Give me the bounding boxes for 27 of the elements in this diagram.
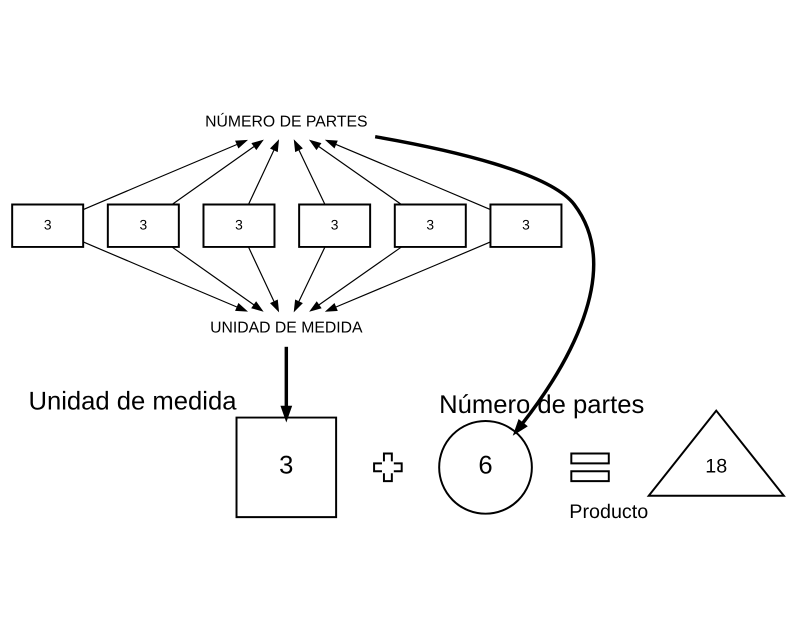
arrow	[294, 246, 326, 312]
arrow	[172, 140, 264, 205]
node-text: UNIDAD DE MEDIDA	[210, 320, 363, 337]
node-label: Número de partes	[439, 390, 644, 419]
node-label: Unidad de medida	[28, 387, 236, 416]
arrow	[172, 246, 264, 312]
node-circle: 6	[438, 420, 533, 515]
node-box: 3	[11, 204, 84, 248]
arrow	[324, 241, 491, 312]
node-box: 3	[489, 204, 562, 248]
node-box: 3	[394, 204, 467, 248]
arrow	[374, 135, 596, 436]
node-label: Producto	[569, 501, 648, 524]
arrow	[294, 139, 326, 205]
arrow	[308, 140, 402, 205]
node-box: 3	[202, 204, 276, 248]
node-box: 3	[106, 204, 180, 248]
arrow	[280, 346, 292, 423]
node-box: 3	[236, 416, 338, 518]
arrow	[83, 241, 248, 312]
arrow	[324, 140, 491, 210]
node-box: 3	[298, 204, 372, 248]
arrow	[248, 246, 280, 312]
arrow	[83, 140, 248, 210]
node-text: NÚMERO DE PARTES	[205, 113, 368, 130]
arrow	[248, 139, 280, 205]
arrow	[309, 246, 402, 312]
